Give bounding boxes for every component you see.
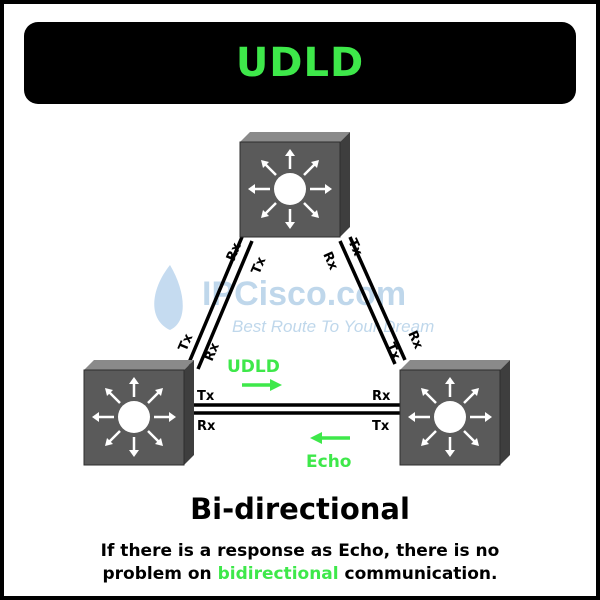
- switch-hub-icon: [118, 401, 150, 433]
- udld-arrow-label: UDLD: [227, 357, 280, 377]
- port-label-top-right-rx: Rx: [319, 250, 340, 273]
- port-label-top-left-tx: Tx: [249, 254, 270, 276]
- description-line-2-end: communication.: [338, 564, 498, 584]
- description-line-2: problem on bidirectional communication.: [0, 563, 600, 586]
- link-bottom: [190, 403, 400, 415]
- port-label-bottom-left-tx: Tx: [197, 389, 215, 404]
- udld-arrowhead-icon: [270, 379, 282, 391]
- link-top-right: [338, 236, 407, 365]
- title-bar: UDLD: [24, 22, 576, 104]
- port-label-top-right-tx: Tx: [344, 237, 365, 259]
- drop-icon: [154, 265, 183, 330]
- port-label-right-tx: Tx: [382, 341, 403, 363]
- watermark-tagline: Best Route To Your Dream: [232, 317, 434, 336]
- description-highlight: bidirectional: [217, 564, 339, 584]
- diagram-description: If there is a response as Echo, there is…: [0, 540, 600, 586]
- link-top-left: [186, 236, 254, 370]
- diagram-heading: Bi-directional: [190, 492, 410, 526]
- port-label-left-rx: Rx: [202, 340, 223, 363]
- port-label-top-left-rx: Rx: [224, 240, 245, 263]
- port-label-bottom-right-tx: Tx: [372, 419, 390, 434]
- port-labels: Rx Tx Tx Rx Tx Rx Rx Tx Tx Rx Rx Tx: [176, 237, 426, 434]
- page-title: UDLD: [235, 40, 365, 86]
- description-line-1: If there is a response as Echo, there is…: [100, 541, 500, 561]
- switch-left: [83, 360, 194, 466]
- echo-arrowhead-icon: [310, 432, 322, 444]
- port-label-bottom-right-rx: Rx: [372, 389, 391, 404]
- udld-arrow-group: UDLD: [227, 357, 282, 391]
- port-label-left-tx: Tx: [176, 331, 197, 353]
- switch-hub-icon: [434, 401, 466, 433]
- port-label-right-rx: Rx: [404, 329, 425, 352]
- echo-arrow-group: Echo: [306, 432, 351, 472]
- echo-arrow-label: Echo: [306, 452, 351, 472]
- watermark: IPCisco.com Best Route To Your Dream: [154, 265, 434, 336]
- description-line-2-start: problem on: [102, 564, 218, 584]
- switch-hub-icon: [274, 173, 306, 205]
- switch-top: [239, 132, 350, 238]
- links: [186, 236, 407, 415]
- port-label-bottom-left-rx: Rx: [197, 419, 216, 434]
- switch-right: [399, 360, 510, 466]
